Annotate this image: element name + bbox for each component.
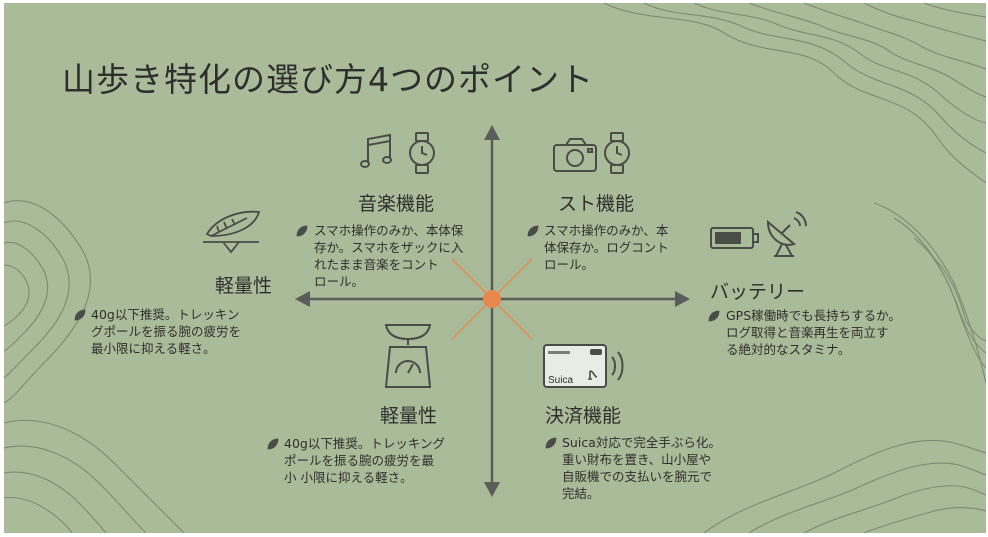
card-label: Suica [548, 375, 573, 386]
weight-left-heading: 軽量性 [215, 275, 273, 297]
arrow-up [484, 125, 500, 140]
music-description: スマホ操作のみか、本体保 存か。スマホをザックに入 れたまま音楽をコント ロール… [314, 223, 464, 289]
leaf-icon [545, 437, 557, 449]
camera-heading: スト機能 [558, 193, 635, 215]
leaf-icon [708, 310, 720, 322]
topographic-background [4, 3, 986, 533]
music-heading: 音楽機能 [358, 193, 435, 215]
page-title: 山歩き特化の選び方4つのポイント [62, 60, 594, 99]
battery-description: GPS稼働時でも長持ちするか。 ログ取得と音楽再生を両立す る絶対的なスタミナ。 [726, 308, 901, 357]
camera-icon [553, 138, 597, 172]
leaf-icon [527, 225, 539, 237]
axes-diagram [295, 125, 690, 497]
kitchen-scale-icon [384, 324, 432, 388]
orange-ray-se [491, 298, 533, 340]
battery-heading: バッテリー [710, 281, 806, 303]
music-note-icon [360, 133, 392, 168]
ic-card-icon: Suica [543, 344, 624, 388]
orange-ray-ne [491, 258, 533, 300]
weight-bottom-description: 40g以下推奨。トレッキング ポールを振る腕の疲労を最 小 小限に抑える軽さ。 [284, 436, 445, 485]
payment-description: Suica対応で完全手ぶら化。 重い財布を置き、山小屋や 自販機での支払いを腕元… [562, 435, 721, 501]
payment-heading: 決済機能 [545, 405, 622, 427]
camera-description: スマホ操作のみか、本 体保存か。ログコント ロール。 [544, 223, 669, 272]
arrow-right [675, 291, 690, 307]
arrow-left [295, 291, 310, 307]
orange-ray-sw [451, 298, 493, 340]
orange-ray-nw [451, 258, 493, 300]
arrow-down [484, 482, 500, 497]
leaf-icon [267, 438, 279, 450]
smartwatch-icon [409, 132, 435, 174]
smartwatch-icon [604, 132, 630, 174]
battery-icon [710, 227, 759, 249]
slide: 山歩き特化の選び方4つのポイント 音楽機能 スマホ操作のみか、本体保 存か。スマ… [4, 3, 986, 533]
feather-scale-icon [203, 210, 261, 254]
weight-left-description: 40g以下推奨。トレッキン グポールを振る腕の疲労を 最小限に抑える軽さ。 [91, 307, 242, 356]
center-dot [483, 290, 501, 308]
leaf-icon [74, 309, 86, 321]
weight-bottom-heading: 軽量性 [380, 405, 438, 427]
leaf-icon [296, 225, 308, 237]
satellite-dish-icon [766, 211, 807, 257]
